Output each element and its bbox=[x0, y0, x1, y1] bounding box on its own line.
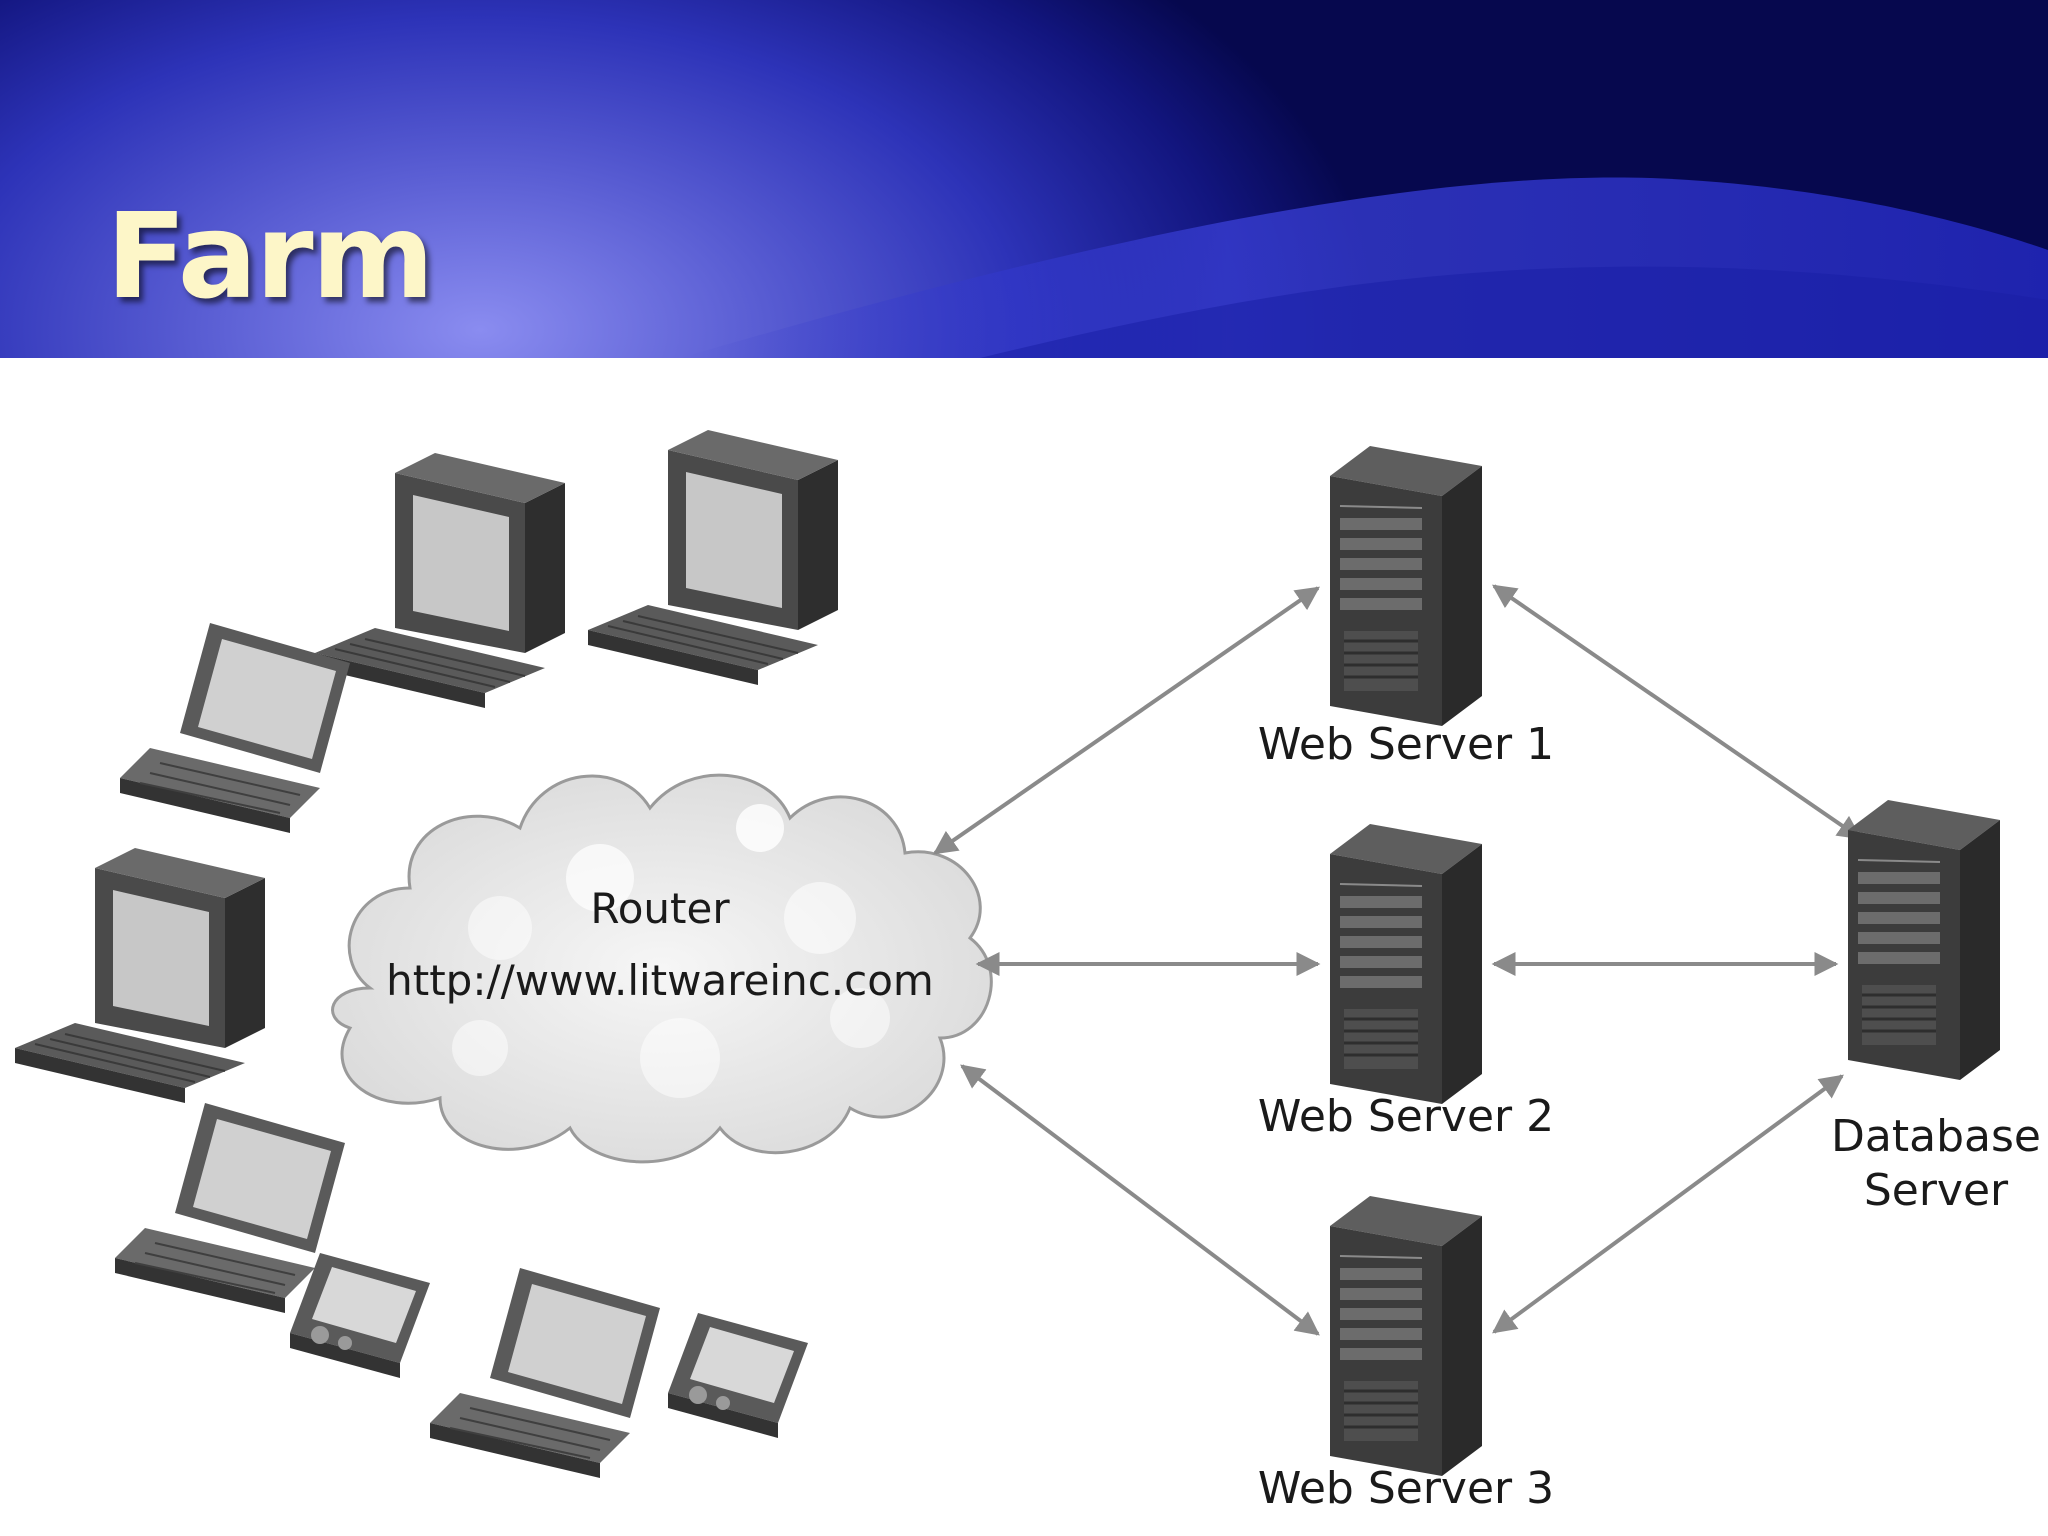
laptop-icon bbox=[119, 622, 351, 834]
web-server-3-label: Web Server 3 bbox=[1257, 1463, 1555, 1514]
desktop-computer-icon bbox=[587, 429, 839, 686]
router-url: http://www.litwareinc.com bbox=[386, 956, 934, 1005]
connection-web3-database bbox=[1492, 1074, 1844, 1334]
pda-icon bbox=[668, 1313, 808, 1438]
diagram-canvas bbox=[14, 429, 2002, 1479]
desktop-computer-icon bbox=[314, 452, 566, 709]
laptop-icon bbox=[429, 1267, 661, 1479]
database-server-icon bbox=[1846, 798, 2002, 1082]
database-server-label-line1: Database bbox=[1831, 1111, 2041, 1162]
web-server-2-icon bbox=[1328, 822, 1484, 1106]
connection-router-web1 bbox=[933, 586, 1320, 855]
desktop-computer-icon bbox=[14, 847, 266, 1104]
router-label: Router bbox=[590, 884, 730, 933]
web-server-2-label: Web Server 2 bbox=[1257, 1091, 1555, 1142]
router-cloud bbox=[331, 773, 993, 1164]
web-server-1-icon bbox=[1328, 444, 1484, 728]
header-swoosh bbox=[680, 177, 2048, 358]
network-diagram: Router http://www.litwareinc.com Web Ser… bbox=[0, 358, 2048, 1536]
connection-web1-database bbox=[1492, 584, 1862, 840]
connection-router-web3 bbox=[960, 1064, 1320, 1336]
database-server-label-line2: Server bbox=[1863, 1165, 2009, 1216]
web-server-1-label: Web Server 1 bbox=[1257, 719, 1555, 770]
web-server-3-icon bbox=[1328, 1194, 1484, 1478]
slide-header: Farm bbox=[0, 0, 2048, 358]
slide-title: Farm bbox=[106, 187, 434, 325]
